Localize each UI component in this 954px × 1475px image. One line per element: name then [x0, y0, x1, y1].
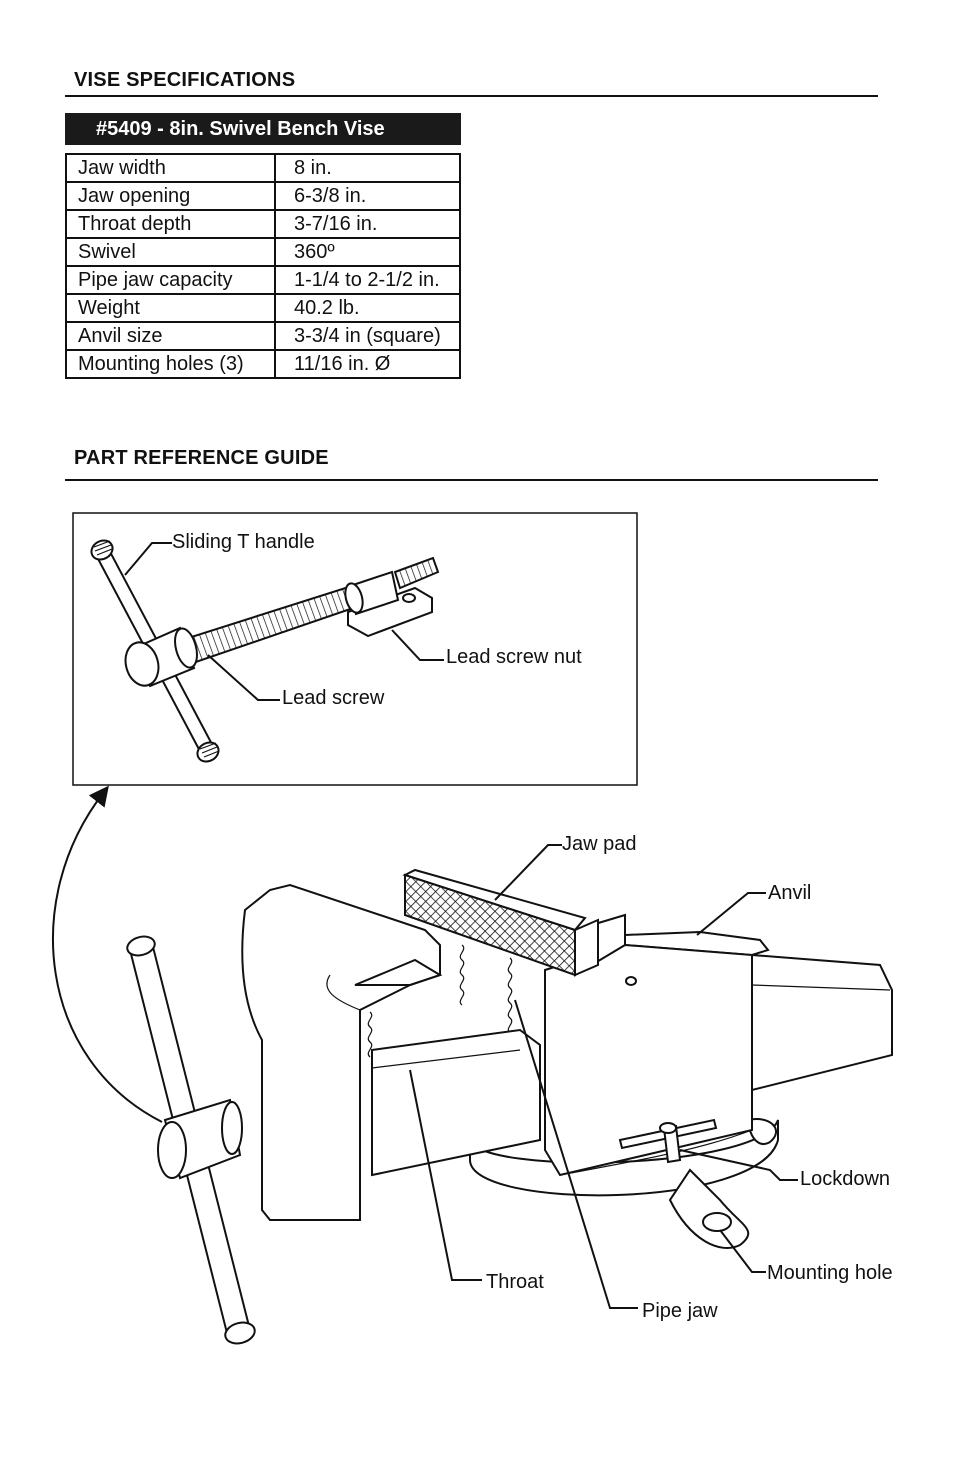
label-mounting-hole: Mounting hole — [767, 1262, 893, 1284]
spec-label: Swivel — [65, 237, 276, 267]
leader-pipe-jaw — [514, 999, 638, 1309]
label-anvil: Anvil — [768, 882, 811, 904]
label-sliding-t-handle: Sliding T handle — [172, 531, 315, 553]
leader-anvil — [696, 892, 766, 936]
divider-rule — [65, 479, 878, 481]
spec-label: Anvil size — [65, 321, 276, 351]
spec-value: 40.2 lb. — [274, 293, 461, 323]
lead-screw-drawing — [124, 556, 440, 688]
swivel-base-drawing — [469, 1118, 779, 1249]
spec-label: Jaw width — [65, 153, 276, 183]
specifications-heading: VISE SPECIFICATIONS — [74, 69, 296, 91]
label-throat: Throat — [486, 1271, 544, 1293]
divider-rule — [65, 95, 878, 97]
leader-jaw-pad — [494, 844, 562, 901]
pipe-jaw-drawing — [367, 944, 513, 1058]
table-row: Mounting holes (3)11/16 in. Ø — [65, 349, 461, 379]
spec-table-header: #5409 - 8in. Swivel Bench Vise — [65, 113, 461, 145]
label-pipe-jaw: Pipe jaw — [642, 1300, 718, 1322]
label-lockdown: Lockdown — [800, 1168, 890, 1190]
spec-label: Pipe jaw capacity — [65, 265, 276, 295]
callout-arrow — [52, 785, 163, 1123]
front-jaw-drawing — [241, 883, 541, 1221]
lead-screw-nut-drawing — [344, 570, 433, 638]
front-t-handle-drawing — [126, 935, 256, 1345]
vise-diagram: Sliding T handle Lead screw nut Lead scr… — [52, 512, 893, 1345]
spec-value: 1-1/4 to 2-1/2 in. — [274, 265, 461, 295]
lockdown-drawing — [618, 1118, 718, 1164]
leader-mounting-hole — [719, 1229, 766, 1273]
anvil-drawing — [624, 930, 893, 1092]
spec-label: Mounting holes (3) — [65, 349, 276, 379]
label-jaw-pad: Jaw pad — [562, 833, 637, 855]
spec-value: 360º — [274, 237, 461, 267]
label-lead-screw: Lead screw — [282, 687, 385, 709]
spec-value: 6-3/8 in. — [274, 181, 461, 211]
spec-value: 11/16 in. Ø — [274, 349, 461, 379]
spec-value: 3-7/16 in. — [274, 209, 461, 239]
part-guide-heading: PART REFERENCE GUIDE — [74, 447, 329, 469]
spec-value: 8 in. — [274, 153, 461, 183]
inset-frame — [72, 512, 638, 786]
spec-label: Weight — [65, 293, 276, 323]
leader-throat — [409, 1069, 482, 1281]
spec-label: Jaw opening — [65, 181, 276, 211]
leader-lockdown — [679, 1149, 798, 1181]
spec-value: 3-3/4 in (square) — [274, 321, 461, 351]
label-lead-screw-nut: Lead screw nut — [446, 646, 582, 668]
spec-label: Throat depth — [65, 209, 276, 239]
